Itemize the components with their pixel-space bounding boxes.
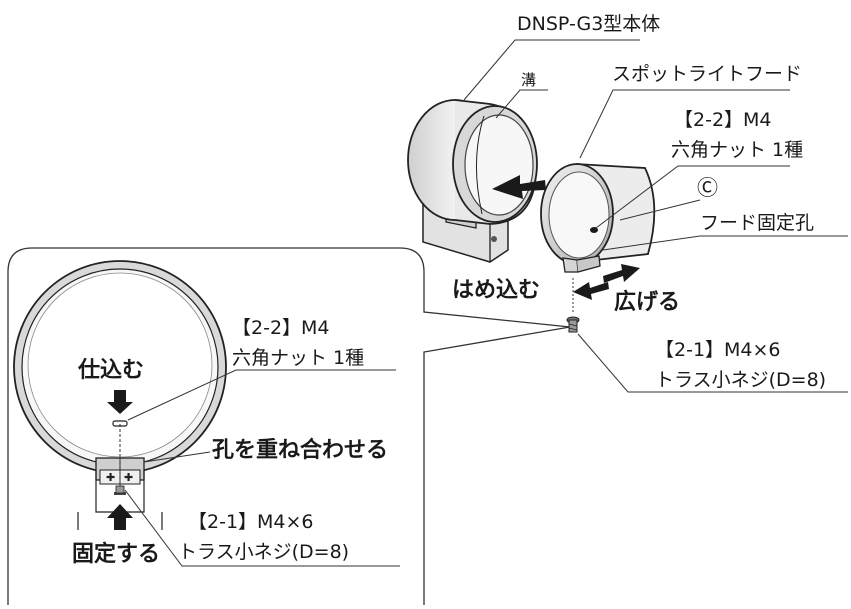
label-screw-name-detail: トラス小ネジ(D=8)	[178, 541, 350, 563]
truss-screw-top	[566, 278, 580, 333]
label-spotlight-hood: スポットライトフード	[612, 63, 803, 85]
label-fix: 固定する	[72, 542, 161, 567]
insert-arrow	[107, 390, 133, 414]
label-screw-name-top: トラス小ネジ(D=8)	[655, 369, 827, 391]
label-mark-c: Ⓒ	[697, 176, 718, 200]
nut-slot	[590, 227, 598, 233]
label-hood-fixing-hole: フード固定孔	[700, 212, 815, 234]
top-leader-lines	[463, 39, 848, 393]
label-screw-code-top: 【2-1】M4×6	[655, 339, 781, 361]
label-fit-in: はめ込む	[452, 278, 541, 303]
label-nut-code-top: 【2-2】M4	[674, 109, 772, 131]
fix-arrow	[107, 504, 133, 530]
svg-text:✚: ✚	[124, 471, 133, 484]
detail-callout-frame	[7, 247, 571, 605]
label-groove: 溝	[521, 71, 537, 89]
svg-text:✚: ✚	[106, 471, 115, 484]
label-nut-name-top: 六角ナット 1種	[671, 139, 804, 161]
fit-in-arrow	[492, 175, 546, 199]
label-nut-name-detail: 六角ナット 1種	[232, 347, 365, 369]
widen-arrows	[573, 264, 640, 300]
label-screw-code-detail: 【2-1】M4×6	[188, 511, 314, 533]
detail-leader-lines	[124, 369, 400, 567]
label-align-holes: 孔を重ね合わせる	[212, 438, 389, 463]
label-insert: 仕込む	[78, 358, 145, 383]
spotlight-hood	[540, 163, 656, 273]
label-widen: 広げる	[614, 290, 681, 315]
label-body-model: DNSP-G3型本体	[517, 13, 661, 35]
hood-detail-view: ✚ ✚	[13, 260, 227, 530]
groove-mark	[475, 115, 485, 215]
label-nut-code-detail: 【2-2】M4	[232, 317, 330, 339]
